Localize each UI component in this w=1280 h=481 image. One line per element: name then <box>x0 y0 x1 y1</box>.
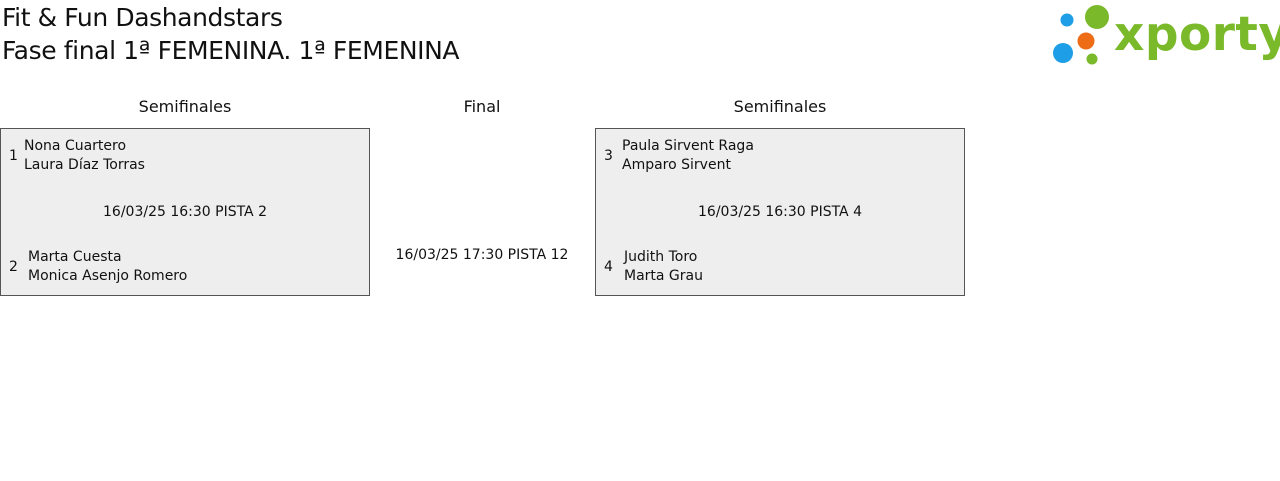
match-schedule: 16/03/25 16:30 PISTA 4 <box>698 204 862 220</box>
seed-number: 1 <box>9 148 18 164</box>
player-name: Laura Díaz Torras <box>24 157 145 173</box>
page-title: Fit & Fun Dashandstars <box>2 3 283 32</box>
xporty-wordmark: xporty <box>1114 7 1280 62</box>
xporty-dots-icon <box>1053 5 1109 65</box>
player-name: Marta Cuesta <box>28 249 122 265</box>
xporty-logo[interactable]: xporty <box>1050 4 1280 66</box>
player-name: Paula Sirvent Raga <box>622 138 754 154</box>
match-schedule: 16/03/25 16:30 PISTA 2 <box>103 204 267 220</box>
match-card-semifinal-2[interactable]: 3 Paula Sirvent Raga Amparo Sirvent 16/0… <box>595 128 965 296</box>
page-subtitle: Fase final 1ª FEMENINA. 1ª FEMENINA <box>2 36 460 65</box>
seed-number: 3 <box>604 148 613 164</box>
round-heading-final: Final <box>463 97 501 116</box>
seed-number: 2 <box>9 259 18 275</box>
player-name: Marta Grau <box>624 268 703 284</box>
player-name: Nona Cuartero <box>24 138 127 154</box>
match-card-semifinal-1[interactable]: 1 Nona Cuartero Laura Díaz Torras 16/03/… <box>0 128 370 296</box>
round-heading-left: Semifinales <box>138 97 232 116</box>
player-name: Judith Toro <box>624 249 698 265</box>
final-schedule: 16/03/25 17:30 PISTA 12 <box>395 247 569 263</box>
player-name: Amparo Sirvent <box>622 157 731 173</box>
round-heading-right: Semifinales <box>733 97 827 116</box>
player-name: Monica Asenjo Romero <box>28 268 188 284</box>
seed-number: 4 <box>604 259 613 275</box>
